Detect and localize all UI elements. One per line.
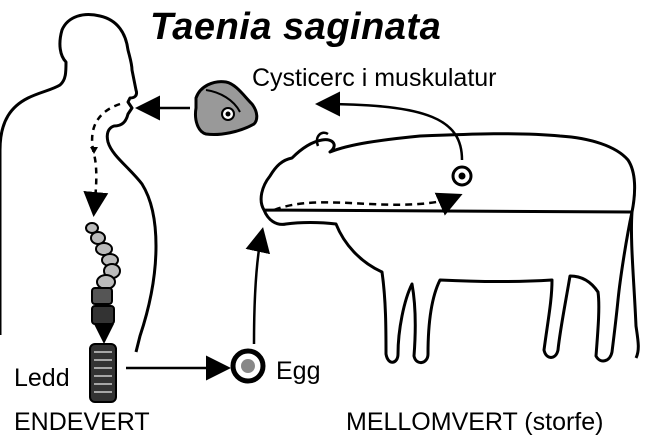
cow-cysticercus-icon [453,167,471,185]
mellomvert-label: MELLOMVERT (storfe) [346,408,603,437]
human-silhouette [0,15,156,352]
arrow-tip-small [90,147,98,154]
egg-label: Egg [276,357,320,386]
proglottid-icon [90,344,116,402]
endevert-label: ENDEVERT [14,408,150,437]
tapeworm-icon [86,223,120,324]
arrow-egg-to-cow [254,232,262,344]
cysticerc-label: Cysticerc i muskulatur [252,64,497,93]
cow-silhouette [261,134,638,363]
egg-icon [233,351,263,381]
diagram-title: Taenia saginata [150,6,441,49]
ledd-label: Ledd [14,364,70,393]
meat-icon [195,82,256,135]
digestive-path-dashed [92,104,120,212]
